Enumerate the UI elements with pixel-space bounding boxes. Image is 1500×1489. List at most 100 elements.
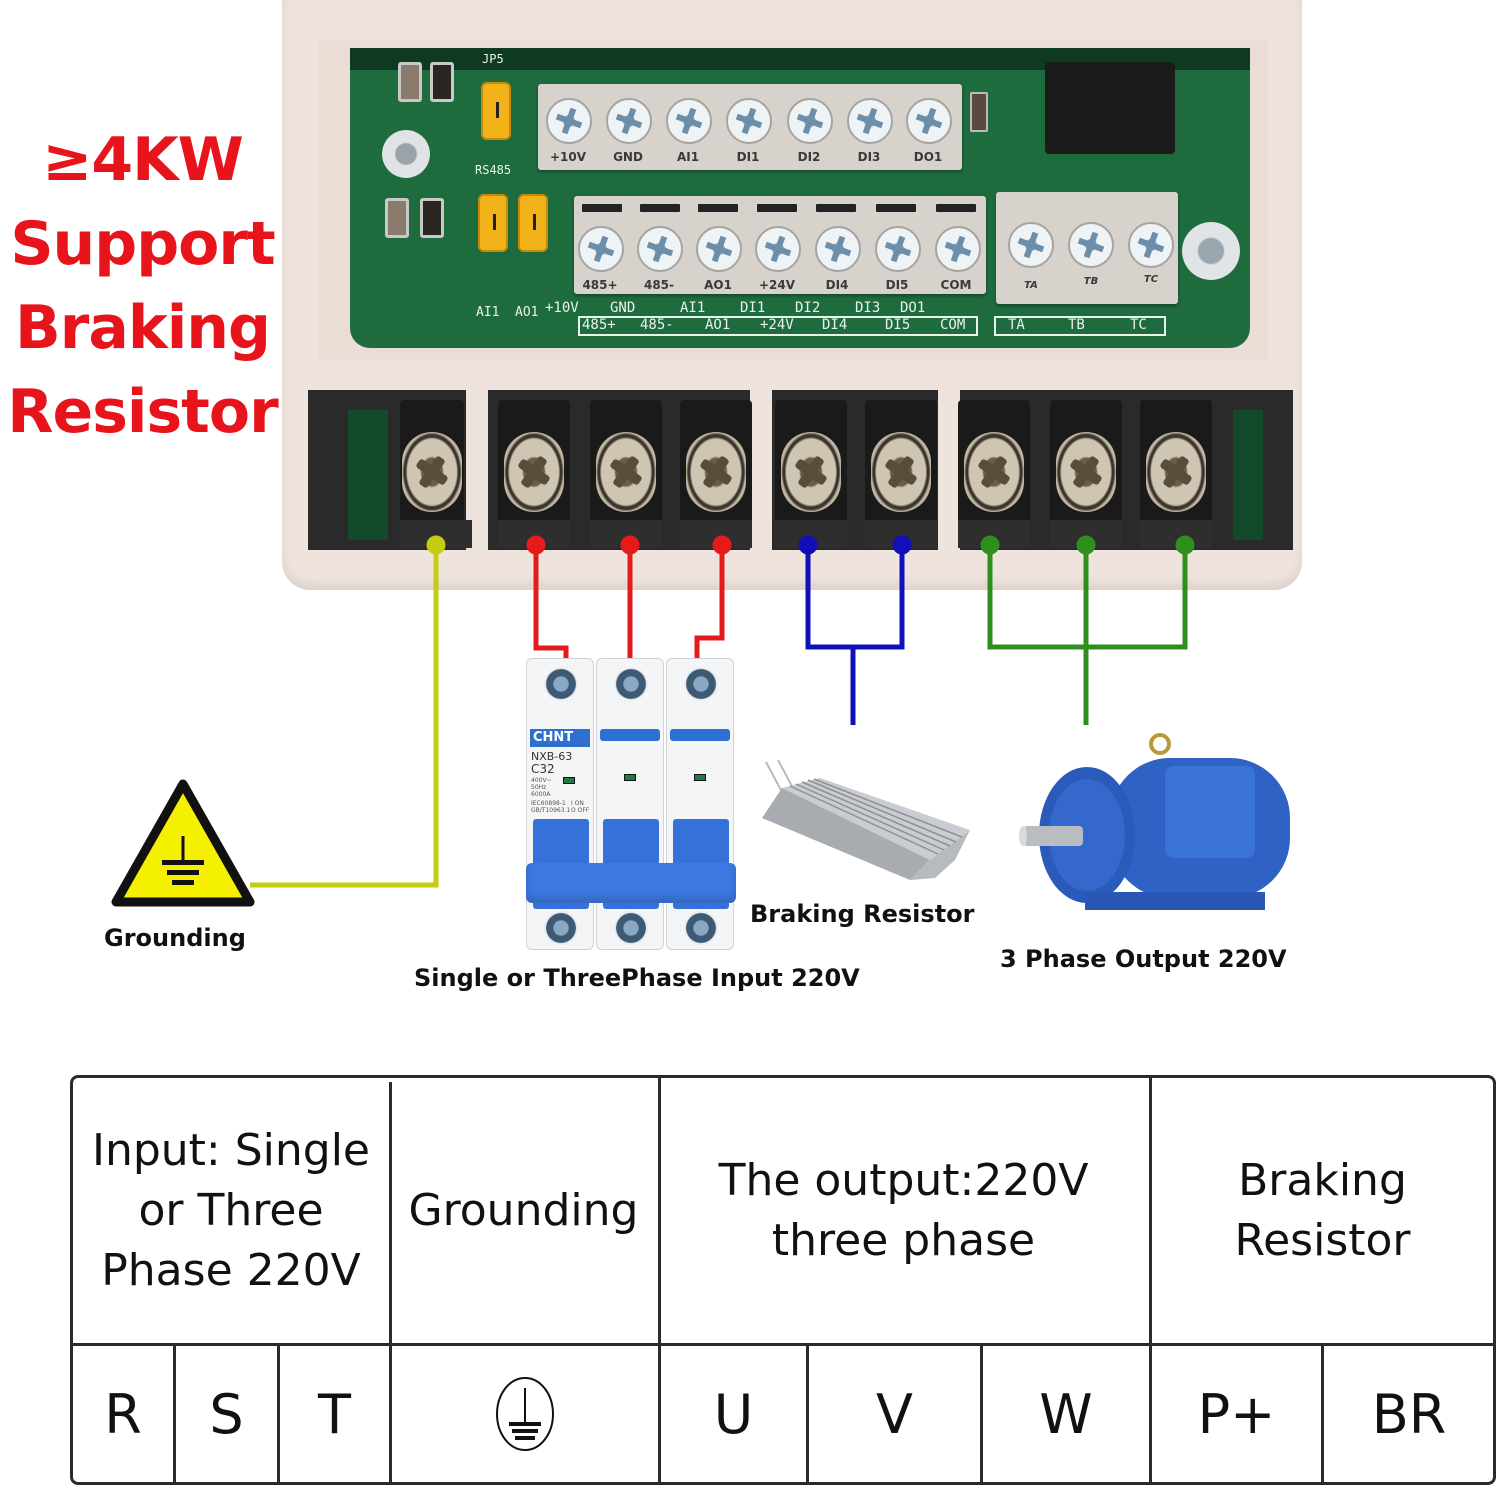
bay-divider (750, 390, 772, 560)
terminal-screw[interactable] (1068, 222, 1114, 268)
silk-ai1: AI1 (476, 305, 500, 320)
capacitor-c69 (398, 62, 422, 102)
jumper-jp5[interactable] (481, 82, 511, 140)
jumper-ai1[interactable] (478, 194, 508, 252)
mounting-screw (382, 130, 430, 178)
relay-terminal-block: TA TB TC (996, 192, 1178, 304)
terminal-w: W (1039, 1382, 1093, 1446)
header-line: Braking (1238, 1154, 1407, 1206)
breaker-spec: 400V~ (531, 777, 552, 784)
terminal-label: DI5 (885, 278, 909, 292)
silk-label: DI1 (740, 300, 766, 316)
terminal-screw[interactable] (935, 226, 981, 272)
terminal-screw[interactable] (1128, 222, 1174, 268)
breaker-switch-mark: O OFF (571, 807, 590, 814)
terminal-screw[interactable] (696, 226, 742, 272)
terminal-screw[interactable] (815, 226, 861, 272)
terminal-screw[interactable] (847, 98, 893, 144)
three-phase-motor-image (1019, 733, 1290, 910)
terminal-label: +24V (758, 278, 796, 292)
grounding-warning-icon (111, 779, 255, 907)
terminal-screw[interactable] (755, 226, 801, 272)
silk-label: TC (1130, 317, 1147, 333)
circuit-breaker: CHNT NXB-63 C32 400V~ 50Hz 6000A IEC6089… (526, 658, 736, 950)
wire-slot (816, 204, 856, 212)
jumper-ao1[interactable] (518, 194, 548, 252)
power-terminal-ground[interactable] (400, 400, 472, 548)
terminal-foot (1140, 520, 1212, 548)
terminal-screw[interactable] (666, 98, 712, 144)
silk-label: AO1 (705, 317, 731, 333)
terminal-foot (498, 520, 570, 548)
breaker-band (670, 729, 730, 741)
resistor-r192 (430, 62, 454, 102)
power-terminal-s[interactable] (590, 400, 662, 548)
terminal-screw[interactable] (787, 98, 833, 144)
terminal-label: TC (1143, 274, 1159, 285)
terminal-screw[interactable] (1008, 222, 1054, 268)
terminal-screw[interactable] (606, 98, 652, 144)
silk-label: COM (940, 317, 966, 333)
terminal-v: V (876, 1382, 913, 1446)
terminal-screw[interactable] (578, 226, 624, 272)
power-terminal-br[interactable] (865, 400, 937, 548)
caption-grounding: Grounding (104, 924, 246, 952)
headline-line: Braking (15, 293, 271, 363)
pcb-edge (1233, 410, 1263, 540)
headline-line: Resistor (7, 377, 278, 447)
terminal-screw[interactable] (726, 98, 772, 144)
breaker-switch-mark: I ON (571, 800, 584, 807)
headline: ≥4KW Support Braking Resistor (0, 118, 285, 454)
terminal-screw (686, 432, 746, 512)
breaker-indicator (624, 774, 636, 781)
power-terminal-u[interactable] (958, 400, 1030, 548)
terminal-screw (504, 432, 564, 512)
bay-divider (938, 390, 960, 560)
breaker-screw (614, 667, 648, 701)
power-terminal-p-plus[interactable] (775, 400, 847, 548)
terminal-label: TB (1083, 276, 1099, 287)
terminal-foot (865, 520, 937, 548)
table-divider (277, 1343, 280, 1483)
silk-label: +24V (760, 317, 794, 333)
relay (1045, 62, 1175, 154)
terminal-screw[interactable] (546, 98, 592, 144)
breaker-spec: 6000A (531, 791, 551, 798)
terminal-label: GND (613, 150, 643, 164)
silk-rs485: RS485 (475, 163, 512, 177)
terminal-label: DI2 (797, 150, 821, 164)
terminal-label: DI3 (857, 150, 881, 164)
wire-slot (876, 204, 916, 212)
terminal-screw[interactable] (906, 98, 952, 144)
silk-label: DI4 (822, 317, 848, 333)
terminal-ground (392, 1346, 658, 1482)
silk-label: AI1 (680, 300, 706, 316)
terminal-screw[interactable] (875, 226, 921, 272)
silk-label: 485- (640, 317, 674, 333)
terminal-screw[interactable] (637, 226, 683, 272)
silk-label: DI2 (795, 300, 821, 316)
silk-jp5: JP5 (482, 52, 504, 66)
terminal-foot (958, 520, 1030, 548)
terminal-p-plus: P+ (1197, 1382, 1276, 1446)
breaker-screw (544, 667, 578, 701)
power-terminal-r[interactable] (498, 400, 570, 548)
terminal-label: 485- (643, 278, 675, 292)
terminal-label: DI4 (825, 278, 849, 292)
power-terminal-t[interactable] (680, 400, 752, 548)
power-terminal-v[interactable] (1050, 400, 1122, 548)
ground-screw (1182, 222, 1240, 280)
caption-output: 3 Phase Output 220V (1000, 945, 1287, 973)
wire-slot (936, 204, 976, 212)
breaker-spec: 50Hz (531, 784, 547, 791)
terminal-u: U (713, 1382, 754, 1446)
breaker-handle-tie[interactable] (526, 863, 736, 903)
power-terminal-w[interactable] (1140, 400, 1212, 548)
terminal-r: R (104, 1382, 142, 1446)
table-divider (980, 1343, 983, 1483)
silk-label: TB (1068, 317, 1085, 333)
table-divider (658, 1078, 661, 1483)
terminal-label: TA (1024, 280, 1038, 291)
header-line: Resistor (1234, 1214, 1411, 1266)
braking-resistor-image (762, 760, 970, 880)
